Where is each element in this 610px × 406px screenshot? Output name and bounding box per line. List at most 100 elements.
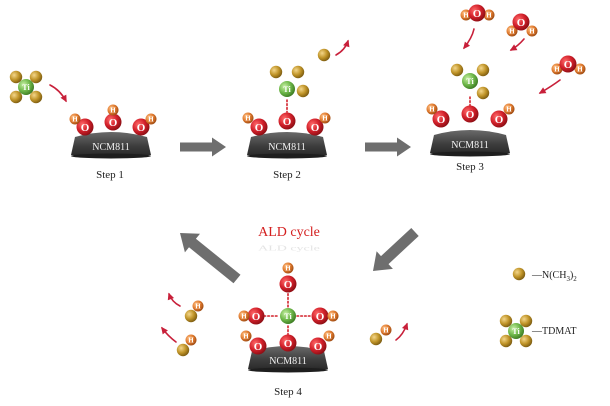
step4-right-hydrogen-symbol: H: [330, 312, 336, 320]
step3-water-1-arrow: [463, 28, 475, 50]
step1-tdmat-titanium: Ti: [18, 79, 34, 95]
step4-byproduct-2-hydrogen-symbol: H: [188, 336, 194, 344]
step3-oh-left-hydrogen: H: [426, 103, 438, 115]
step4-byproduct-1-hydrogen-symbol: H: [195, 302, 201, 310]
step3-titanium-symbol: Ti: [466, 77, 474, 86]
step2-oh-right-oxygen-symbol: O: [311, 122, 320, 134]
step3-water-1-oxygen: O: [468, 4, 486, 22]
step4-oh-right-oxygen-symbol: O: [314, 341, 323, 353]
step3-water-1-oxygen-symbol: O: [473, 8, 482, 20]
step4-byproduct-2-arrow: [161, 326, 177, 343]
step1-oh-right-oxygen: O: [132, 118, 150, 136]
step3-bridging-oxygen: O: [461, 105, 479, 123]
step4-top-hydrogen-symbol: H: [285, 264, 291, 272]
legend-tdmat-symbol-ligand-4: [519, 334, 533, 348]
step3-oh-right-hydrogen-symbol: H: [506, 105, 512, 113]
step4-byproduct-1-arrow: [167, 292, 181, 307]
step3-water-1-hydrogen-1-symbol: H: [463, 11, 469, 19]
step3-oh-right-oxygen: O: [490, 110, 508, 128]
step1-oh-left-hydrogen-symbol: H: [72, 115, 78, 123]
step3-water-3-hydrogen-2: H: [574, 63, 586, 75]
step4-byproduct-2-hydrogen: H: [185, 334, 197, 346]
step3-water-2-oxygen: O: [512, 13, 530, 31]
step2-leaving-arrow: [335, 39, 350, 56]
step3-substrate: NCM811: [430, 130, 510, 157]
step1-oh-right-oxygen-symbol: O: [137, 122, 146, 134]
step3-bridging-oxygen-symbol: O: [466, 109, 475, 121]
step3-water-1-hydrogen-2-symbol: H: [486, 11, 492, 19]
legend-ligand-label: —N(CH3)2: [531, 270, 577, 283]
step4-left-oxygen: O: [247, 307, 265, 325]
step4-oh-right-oxygen: O: [309, 337, 327, 355]
step3-water-2-oxygen-symbol: O: [517, 17, 526, 29]
step1-oh-middle-oxygen-symbol: O: [109, 117, 118, 129]
step3-oh-right-hydrogen: H: [503, 103, 515, 115]
step4-oh-left-hydrogen-symbol: H: [243, 332, 249, 340]
step2-oh-right-hydrogen: H: [319, 112, 331, 124]
step4-byproduct-3-hydrogen-symbol: H: [383, 326, 389, 334]
step4-bridging-oxygen: O: [279, 334, 297, 352]
step3-titanium: Ti: [462, 73, 478, 89]
step3-water-2-hydrogen-2-symbol: H: [529, 27, 535, 35]
step2-bridging-oxygen: O: [278, 112, 296, 130]
step1-tdmat-ligand-4: [29, 90, 43, 104]
step2-ligand-1: [269, 65, 283, 79]
step4-oh-left-oxygen-symbol: O: [254, 341, 263, 353]
step4-substrate: NCM811: [248, 346, 328, 373]
step2-titanium: Ti: [279, 81, 295, 97]
legend-tdmat-symbol-ligand-3: [499, 334, 513, 348]
step1-tdmat-ligand-3: [9, 90, 23, 104]
ald-cycle-label: ALD cycle: [258, 225, 320, 240]
step4-substrate-label: NCM811: [269, 356, 306, 367]
step4-byproduct-3-hydrogen: H: [380, 324, 392, 336]
step2-label: Step 2: [273, 169, 301, 181]
step2-oh-right-oxygen: O: [306, 118, 324, 136]
step3-water-3-oxygen-symbol: O: [564, 59, 573, 71]
step1-approach-arrow: [49, 84, 67, 103]
step3-water-2-hydrogen-1: H: [506, 25, 518, 37]
step4-oh-right-hydrogen-symbol: H: [326, 332, 332, 340]
step1-oh-left-oxygen-symbol: O: [81, 122, 90, 134]
step4-top-oxygen: O: [279, 275, 297, 293]
legend-tdmat-symbol-ligand-2: [519, 314, 533, 328]
step3-water-2-hydrogen-2: H: [526, 25, 538, 37]
step3-water-3-arrow: [538, 79, 561, 94]
ald-cycle-reflection: ALD cycle: [258, 244, 320, 252]
step3-water-1-hydrogen-2: H: [483, 9, 495, 21]
step1-oh-left-hydrogen: H: [69, 113, 81, 125]
step4-left-hydrogen: H: [238, 310, 250, 322]
step3-oh-left-oxygen-symbol: O: [437, 114, 446, 126]
step2-oh-left-hydrogen: H: [242, 112, 254, 124]
step1-oh-middle-hydrogen: H: [107, 104, 119, 116]
step3-water-3-hydrogen-1: H: [551, 63, 563, 75]
step2-ligand-3: [296, 84, 310, 98]
step2-leaving-ligand: [317, 48, 331, 62]
step2-ligand-2: [291, 65, 305, 79]
step2-titanium-symbol: Ti: [283, 85, 291, 94]
step4-byproduct-3-arrow: [395, 322, 409, 341]
process-arrow-step2-to-step3: [365, 137, 411, 157]
step3-oh-right-oxygen-symbol: O: [495, 114, 504, 126]
legend-tdmat-symbol-titanium-symbol: Ti: [512, 327, 520, 336]
step3-ligand-1: [450, 63, 464, 77]
step4-oh-right-hydrogen: H: [323, 330, 335, 342]
step4-top-oxygen-symbol: O: [284, 279, 293, 291]
step2-substrate-label: NCM811: [268, 142, 305, 153]
step3-label: Step 3: [456, 161, 484, 173]
step4-top-hydrogen: H: [282, 262, 294, 274]
step2-oh-left-oxygen: O: [250, 118, 268, 136]
step4-bridging-oxygen-symbol: O: [284, 338, 293, 350]
step4-right-oxygen-symbol: O: [316, 311, 325, 323]
step4-byproduct-3-ligand: [369, 332, 383, 346]
step2-oh-left-oxygen-symbol: O: [255, 122, 264, 134]
step3-ligand-2: [476, 63, 490, 77]
step4-right-oxygen: O: [311, 307, 329, 325]
step3-water-2-arrow: [509, 38, 525, 51]
step4-byproduct-2-ligand: [176, 343, 190, 357]
step1-oh-left-oxygen: O: [76, 118, 94, 136]
step4-oh-left-hydrogen: H: [240, 330, 252, 342]
step3-water-3-hydrogen-1-symbol: H: [554, 65, 560, 73]
step4-right-hydrogen: H: [327, 310, 339, 322]
step3-oh-left-hydrogen-symbol: H: [429, 105, 435, 113]
